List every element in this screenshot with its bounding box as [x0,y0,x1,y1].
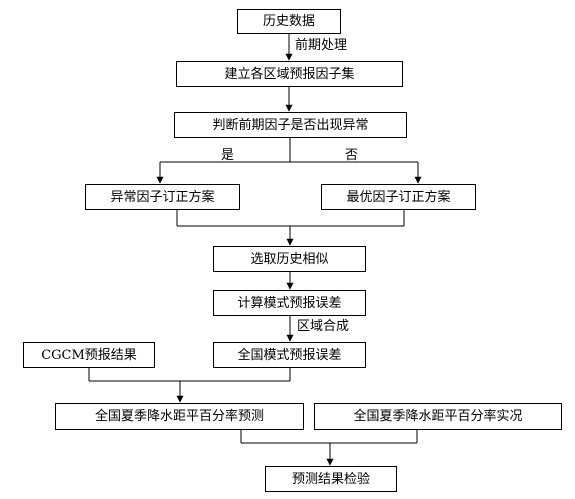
select-similar-box: 选取历史相似 [213,246,366,272]
build-factors-box: 建立各区域预报因子集 [176,61,403,87]
cgcm-result-box: CGCM预报结果 [23,342,155,368]
verify-box: 预测结果检验 [265,466,397,492]
national-error-box: 全国模式预报误差 [213,342,366,368]
history-data-box: 历史数据 [237,9,341,34]
national-actual-box: 全国夏季降水距平百分率实况 [314,403,562,430]
anomaly-fix-box: 异常因子订正方案 [85,184,240,210]
regional-synthesis-label: 区域合成 [297,319,350,334]
yes-label: 是 [221,148,235,163]
judge-anomaly-box: 判断前期因子是否出现异常 [174,112,407,138]
preprocess-label: 前期处理 [295,38,348,53]
optimal-fix-box: 最优因子订正方案 [321,184,476,210]
compute-error-box: 计算模式预报误差 [213,290,366,316]
no-label: 否 [345,148,359,163]
national-forecast-box: 全国夏季降水距平百分率预测 [55,403,304,430]
